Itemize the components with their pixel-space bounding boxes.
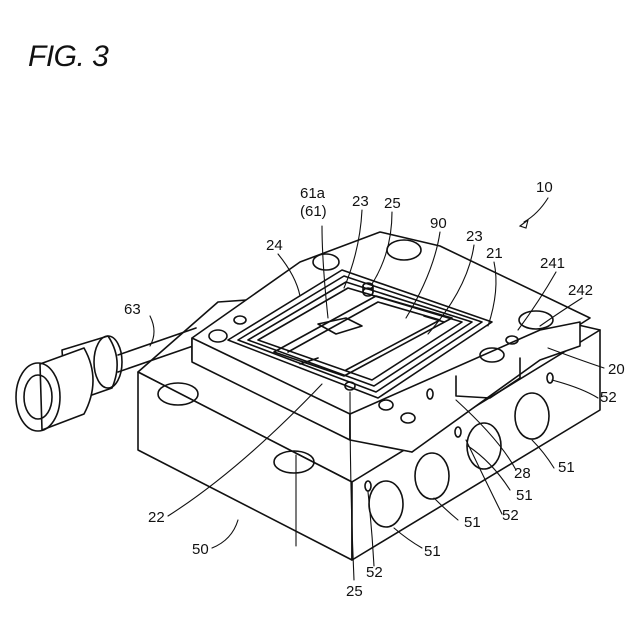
label-52-right: 52 (600, 389, 617, 406)
label-52-mid: 52 (502, 507, 519, 524)
label-51-bottom: 51 (424, 543, 441, 560)
label-61a: 61a (300, 185, 326, 202)
label-52-bottom: 52 (366, 564, 383, 581)
label-21: 21 (486, 245, 503, 262)
label-10: 10 (536, 179, 553, 196)
label-51-right: 51 (558, 459, 575, 476)
label-51-lower: 51 (464, 514, 481, 531)
label-20: 20 (608, 361, 625, 378)
label-22: 22 (148, 509, 165, 526)
label-24: 24 (266, 237, 283, 254)
label-25-top: 25 (384, 195, 401, 212)
label-241: 241 (540, 255, 565, 272)
label-51-mid: 51 (516, 487, 533, 504)
label-23-right: 23 (466, 228, 483, 245)
label-25-bottom: 25 (346, 583, 363, 600)
label-28: 28 (514, 465, 531, 482)
label-63: 63 (124, 301, 141, 318)
label-50: 50 (192, 541, 209, 558)
label-242: 242 (568, 282, 593, 299)
label-90: 90 (430, 215, 447, 232)
label-23-top: 23 (352, 193, 369, 210)
label-61: (61) (300, 203, 327, 220)
